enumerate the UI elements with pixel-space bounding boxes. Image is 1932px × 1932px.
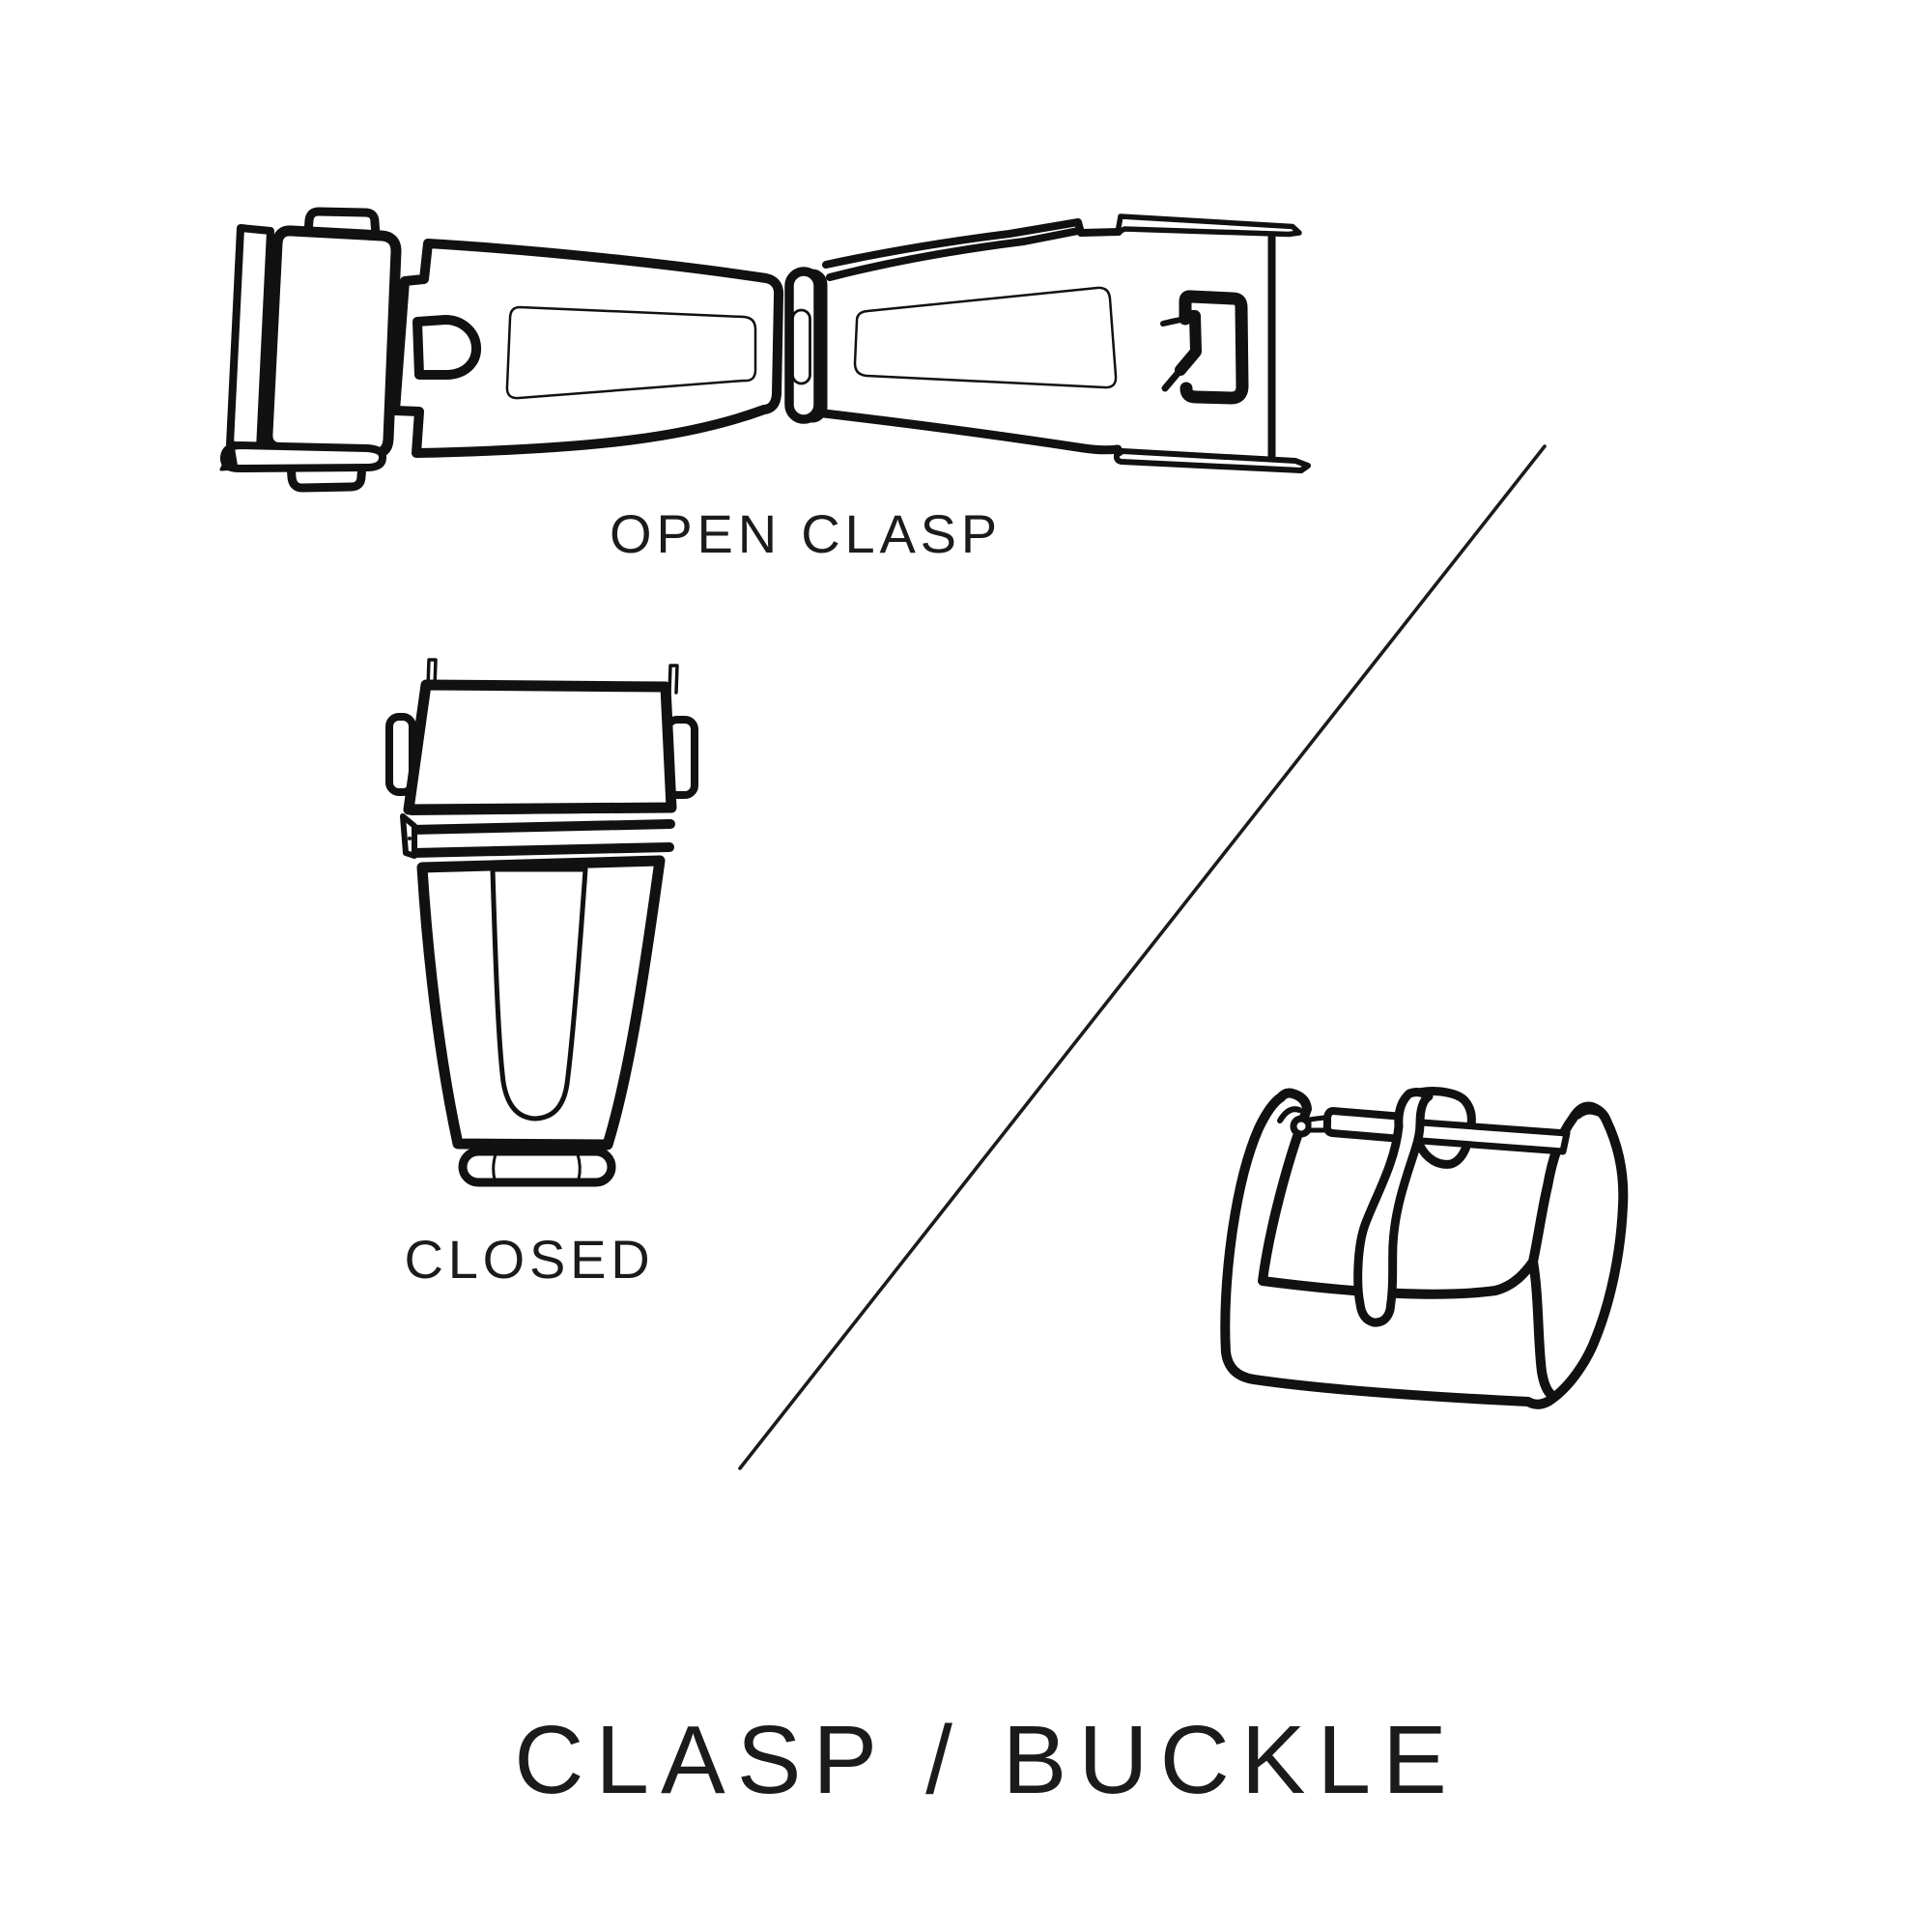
svg-text:CLOSED: CLOSED <box>404 1229 654 1290</box>
svg-text:OPEN CLASP: OPEN CLASP <box>610 503 1002 564</box>
svg-text:CLASP / BUCKLE: CLASP / BUCKLE <box>514 1706 1459 1814</box>
